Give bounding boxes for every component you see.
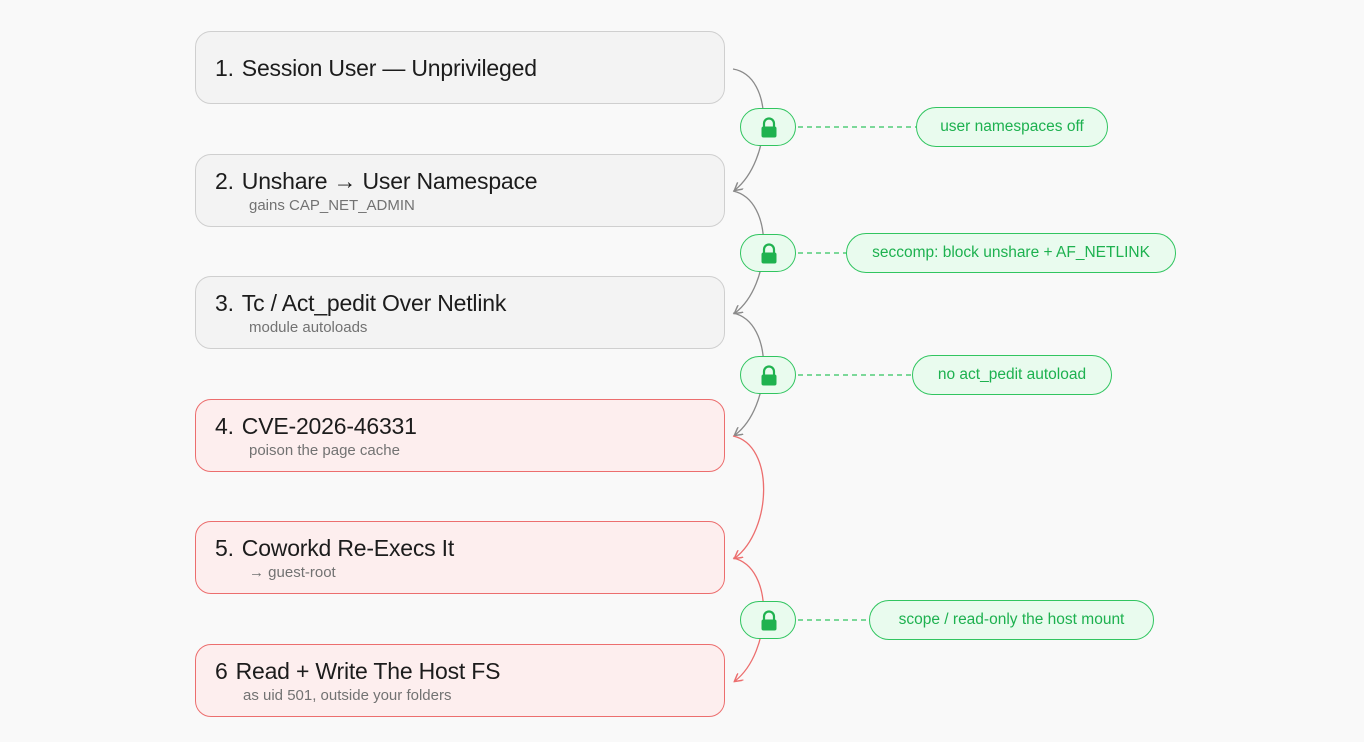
lock-badge-4 <box>740 601 796 639</box>
step-1-session-user: 1. Session User — Unprivileged <box>195 31 725 104</box>
step-number: 6 <box>215 657 228 684</box>
step-title: Session User — Unprivileged <box>241 54 537 81</box>
step-3-tc-act-pedit: 3. Tc / Act_pedit Over Netlink module aut… <box>195 276 725 349</box>
step-4-cve: 4. CVE-2026-46331 poison the page cache <box>195 399 725 472</box>
lock-badge-3 <box>740 356 796 394</box>
mitigation-host-mount: scope / read-only the host mount <box>869 600 1154 640</box>
step-6-host-fs: 6 Read + Write The Host FS as uid 501, ou… <box>195 644 725 717</box>
step-title: Read + Write The Host FS <box>235 657 501 684</box>
step-number: 3. <box>215 289 234 316</box>
step-subtitle: as uid 501, outside your folders <box>243 686 452 704</box>
lock-icon <box>761 117 777 138</box>
step-subtitle: → guest-root <box>249 563 336 581</box>
lock-badge-2 <box>740 234 796 272</box>
step-title: Coworkd Re-Execs It <box>241 534 455 561</box>
step-subtitle: gains CAP_NET_ADMIN <box>249 196 415 214</box>
step-title: CVE-2026-46331 <box>241 412 417 439</box>
lock-icon <box>761 365 777 386</box>
step-title: Tc / Act_pedit Over Netlink <box>241 289 507 316</box>
step-number: 2. <box>215 167 234 194</box>
step-number: 1. <box>215 54 234 81</box>
lock-badge-1 <box>740 108 796 146</box>
connector-4-5 <box>732 435 765 558</box>
mitigation-seccomp: seccomp: block unshare + AF_NETLINK <box>846 233 1176 273</box>
lock-icon <box>761 610 777 631</box>
step-subtitle: module autoloads <box>249 318 368 336</box>
step-subtitle: poison the page cache <box>249 441 400 459</box>
step-number: 4. <box>215 412 234 439</box>
step-2-unshare: 2. Unshare → User Namespace gains CAP_NET… <box>195 154 725 227</box>
step-title: Unshare → User Namespace <box>241 167 538 194</box>
step-5-coworkd: 5. Coworkd Re-Execs It → guest-root <box>195 521 725 594</box>
step-number: 5. <box>215 534 234 561</box>
mitigation-act-pedit-autoload: no act_pedit autoload <box>912 355 1112 395</box>
mitigation-user-namespaces: user namespaces off <box>916 107 1108 147</box>
lock-icon <box>761 243 777 264</box>
